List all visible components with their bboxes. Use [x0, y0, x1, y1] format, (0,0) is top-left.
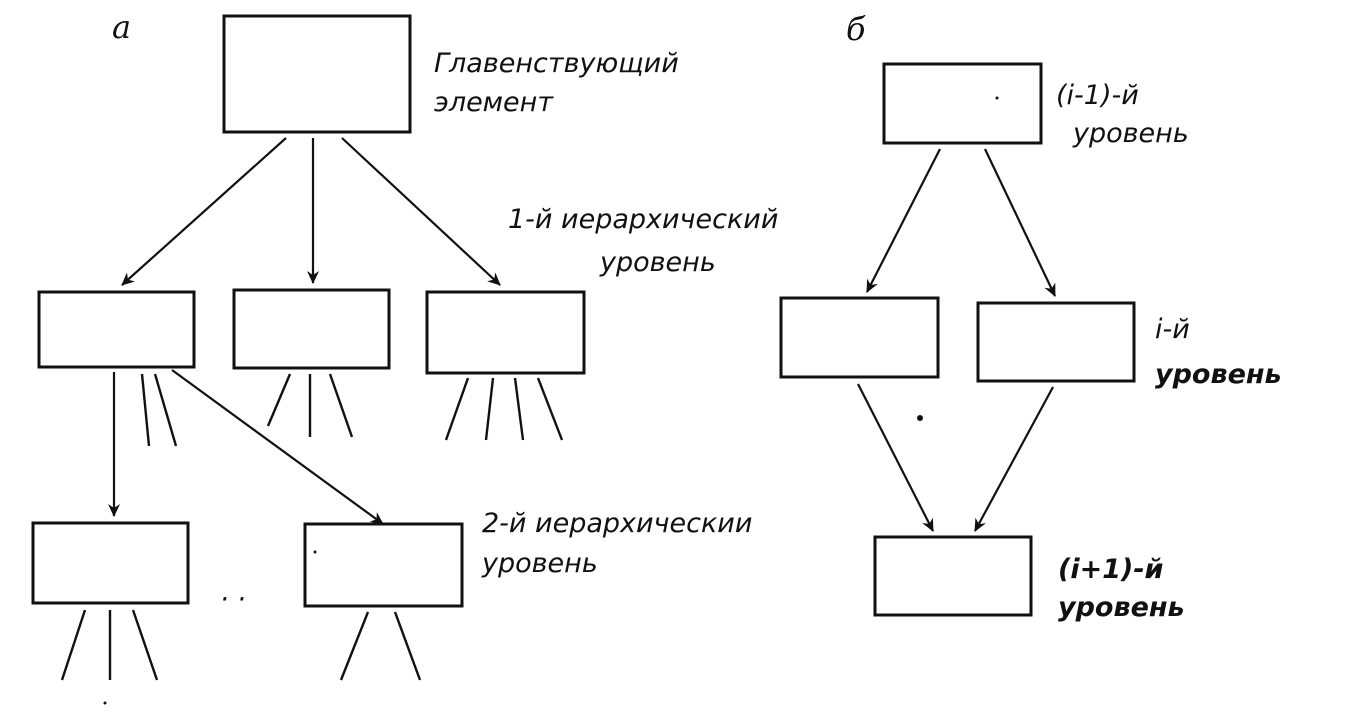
level-i-box-right	[976, 301, 1136, 383]
stub-line	[140, 373, 151, 447]
top-label-line2: уровень	[1072, 118, 1189, 149]
level1-box-left	[37, 290, 196, 369]
level2-ellipsis: · ·	[220, 584, 246, 615]
panel-b: б (i-1)-й уровень i-й уровень (i+1)-й ур…	[103, 10, 1282, 705]
stub-line	[513, 377, 525, 441]
stub-line	[328, 373, 354, 438]
print-speck	[917, 415, 923, 421]
edge-middle-right-to-bottom	[974, 386, 1054, 532]
panel-a: а Главенствующий элемент 1-й иерархическ…	[31, 8, 778, 681]
stub-line	[266, 373, 292, 427]
middle-label-line2: уровень	[1155, 359, 1282, 390]
level1-box-right	[425, 290, 586, 375]
level2-label-line2: уровень	[481, 548, 598, 579]
stub-line	[339, 611, 370, 681]
stub-line	[484, 377, 495, 441]
root-element-box	[222, 14, 412, 134]
panel-b-letter: б	[846, 10, 866, 48]
bottom-label-line1: (i+1)-й	[1058, 554, 1164, 585]
edge-root-to-level1-left	[121, 137, 287, 286]
root-label-line1: Главенствующий	[434, 48, 679, 79]
level-i-plus-1-box	[873, 535, 1033, 617]
level1-label-line1: 1-й иерархический	[508, 204, 778, 235]
level2-label-line1: 2-й иерархическии	[482, 508, 752, 539]
level1-box-middle	[232, 288, 391, 370]
print-speck	[313, 550, 317, 554]
edge-level1-to-level2-right	[171, 369, 384, 525]
top-label-line1: (i-1)-й	[1056, 80, 1139, 111]
bottom-label-line2: уровень	[1058, 592, 1185, 623]
edge-middle-left-to-bottom	[857, 383, 934, 532]
root-label-line2: элемент	[434, 87, 554, 118]
level2-box-right	[303, 522, 464, 608]
stub-line	[60, 609, 87, 681]
print-speck	[995, 96, 999, 100]
print-speck	[103, 701, 107, 705]
panel-a-letter: а	[112, 8, 131, 46]
stub-line	[393, 611, 422, 681]
level-i-minus-1-box	[882, 62, 1043, 145]
level1-label-line2: уровень	[599, 247, 716, 278]
stub-line	[131, 609, 159, 681]
edge-root-to-level1-right	[341, 137, 501, 286]
edge-top-to-middle-right	[984, 148, 1056, 297]
level2-box-left	[31, 521, 190, 605]
stub-line	[153, 373, 178, 447]
middle-label-line1: i-й	[1155, 314, 1190, 345]
stub-line	[444, 377, 470, 441]
stub-line	[536, 377, 564, 441]
level-i-box-left	[779, 296, 940, 379]
edge-top-to-middle-left	[866, 148, 941, 293]
